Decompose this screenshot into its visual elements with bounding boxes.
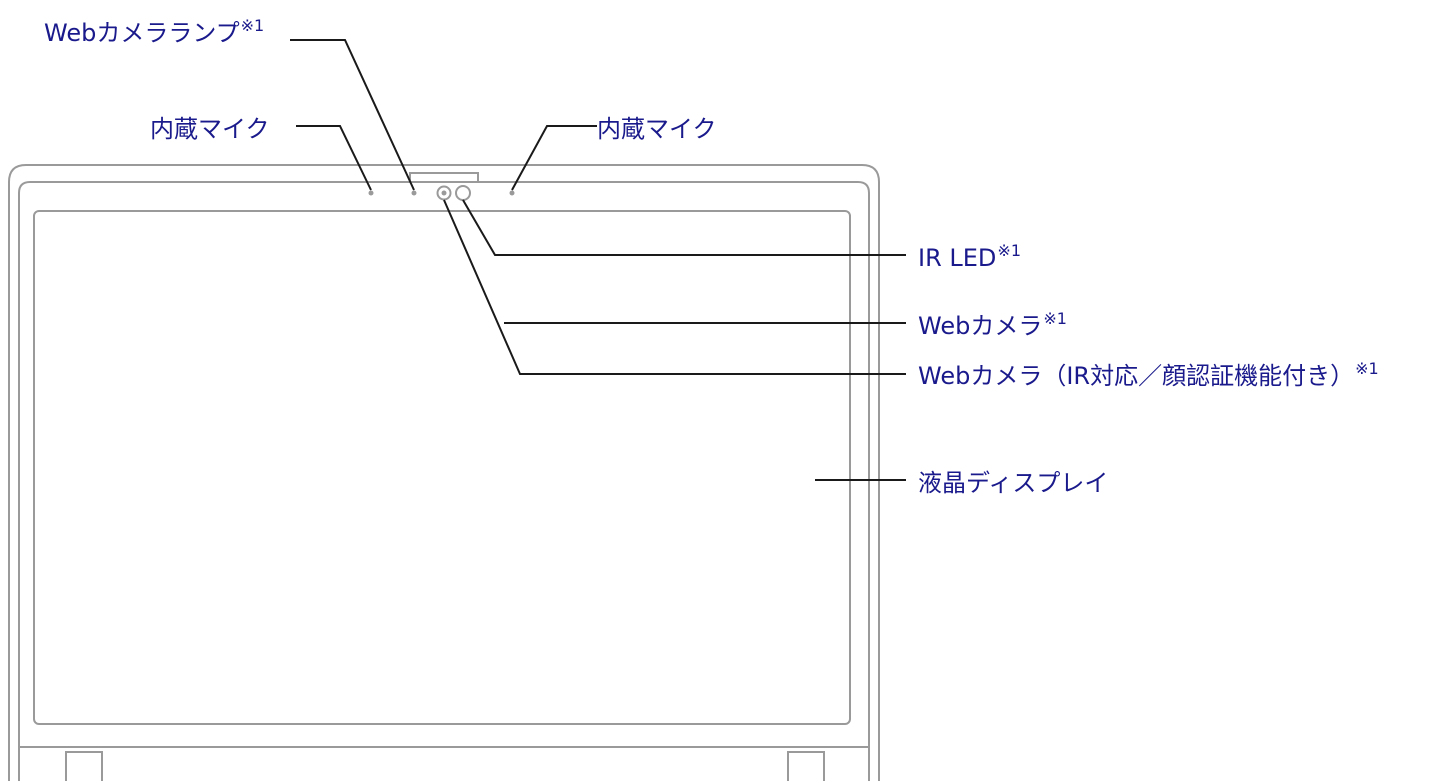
mic-left-dot [368,190,374,196]
mic-right-dot [509,190,515,196]
microphone-left-label: 内蔵マイク [150,115,270,143]
leader-mic-right [511,125,597,191]
webcam-ir-label: Webカメラ（IR対応／顔認証機能付き）※1 [918,359,1379,390]
hinge-left [65,751,103,781]
ir-led-label: IR LED※1 [918,241,1021,272]
lamp-dot [411,190,417,196]
ir-led-lens [455,185,471,201]
lcd-display-label: 液晶ディスプレイ [918,469,1109,497]
webcam-lamp-label: Webカメラランプ※1 [44,16,265,47]
bezel-inner-outline [18,181,870,781]
webcam-label: Webカメラ※1 [918,309,1067,340]
leader-webcam-lamp [290,39,415,191]
camera-ridge [409,172,479,183]
webcam-lens-center [441,190,447,196]
microphone-right-label: 内蔵マイク [597,115,717,143]
webcam-lens [436,185,452,201]
leader-mic-left [296,125,372,191]
screen-area [33,210,851,725]
hinge-right [787,751,825,781]
lid-outer-outline [8,164,880,781]
leader-ir-led [462,199,906,256]
leader-webcam-ir [443,199,906,375]
